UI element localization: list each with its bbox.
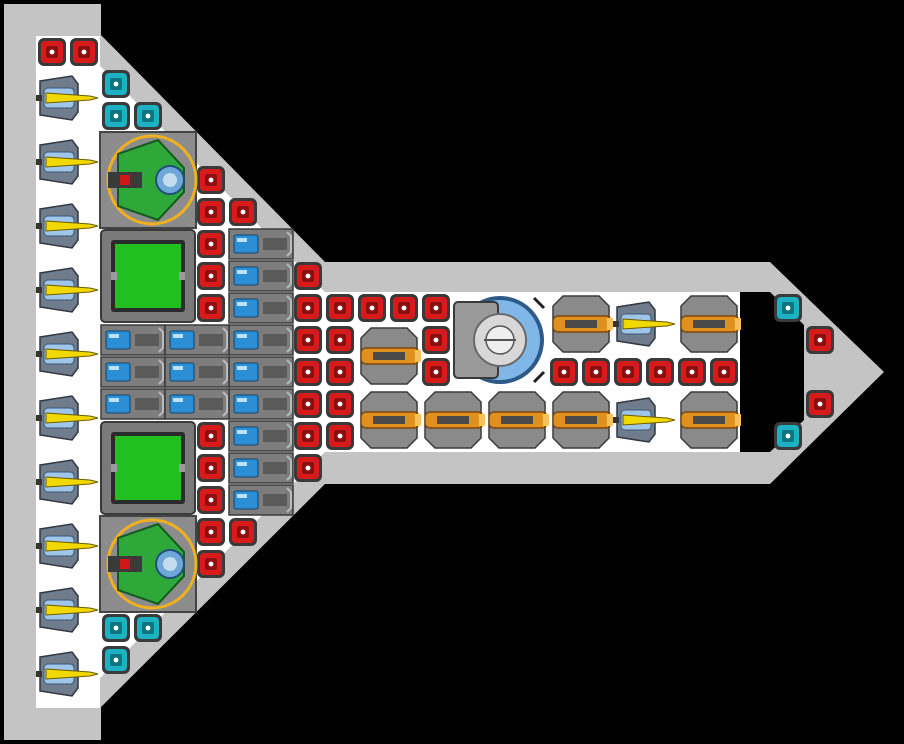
power-cell-icon[interactable]	[326, 294, 354, 322]
missile-launcher-icon[interactable]	[36, 395, 99, 441]
power-cell-icon[interactable]	[294, 326, 322, 354]
power-cell-icon[interactable]	[678, 358, 706, 386]
battery-icon[interactable]	[100, 356, 166, 388]
shield-node-icon[interactable]	[774, 294, 802, 322]
power-cell-icon[interactable]	[326, 358, 354, 386]
medbay-icon[interactable]	[100, 229, 196, 323]
missile-launcher-icon[interactable]	[613, 301, 676, 347]
power-cell-icon[interactable]	[422, 358, 450, 386]
power-cell-icon[interactable]	[197, 166, 225, 194]
shield-node-icon[interactable]	[774, 422, 802, 450]
power-cell-icon[interactable]	[197, 454, 225, 482]
cannon-icon[interactable]	[680, 391, 741, 449]
power-cell-icon[interactable]	[38, 38, 66, 66]
battery-icon[interactable]	[228, 260, 294, 292]
battery-icon[interactable]	[164, 324, 230, 356]
power-cell-icon[interactable]	[422, 326, 450, 354]
missile-launcher-icon[interactable]	[36, 523, 99, 569]
power-cell-icon[interactable]	[197, 262, 225, 290]
cannon-icon[interactable]	[424, 391, 485, 449]
power-cell-icon[interactable]	[326, 390, 354, 418]
power-cell-icon[interactable]	[326, 326, 354, 354]
battery-icon[interactable]	[228, 324, 294, 356]
power-cell-icon[interactable]	[294, 294, 322, 322]
drone-pod-icon[interactable]	[99, 131, 198, 229]
cannon-icon[interactable]	[488, 391, 549, 449]
power-cell-icon[interactable]	[197, 294, 225, 322]
shield-node-icon[interactable]	[134, 102, 162, 130]
power-cell-icon[interactable]	[197, 198, 225, 226]
power-cell-icon[interactable]	[197, 230, 225, 258]
missile-launcher-icon[interactable]	[613, 397, 676, 443]
missile-launcher-icon[interactable]	[36, 203, 99, 249]
power-cell-icon[interactable]	[646, 358, 674, 386]
power-cell-icon[interactable]	[326, 422, 354, 450]
power-cell-icon[interactable]	[229, 198, 257, 226]
power-cell-icon[interactable]	[582, 358, 610, 386]
missile-launcher-icon[interactable]	[36, 331, 99, 377]
cannon-icon[interactable]	[360, 327, 421, 385]
shield-node-icon[interactable]	[102, 646, 130, 674]
missile-launcher-icon[interactable]	[36, 587, 99, 633]
battery-icon[interactable]	[228, 356, 294, 388]
missile-launcher-icon[interactable]	[36, 75, 99, 121]
shield-node-icon[interactable]	[102, 102, 130, 130]
power-cell-icon[interactable]	[70, 38, 98, 66]
drone-pod-icon[interactable]	[99, 515, 198, 613]
battery-icon[interactable]	[164, 356, 230, 388]
battery-icon[interactable]	[228, 420, 294, 452]
power-cell-icon[interactable]	[294, 422, 322, 450]
missile-launcher-icon[interactable]	[36, 139, 99, 185]
power-cell-icon[interactable]	[358, 294, 386, 322]
power-cell-icon[interactable]	[806, 326, 834, 354]
medbay-icon[interactable]	[100, 421, 196, 515]
cannon-icon[interactable]	[552, 295, 613, 353]
battery-icon[interactable]	[228, 228, 294, 260]
cannon-icon[interactable]	[680, 295, 741, 353]
reactor-core-icon[interactable]	[453, 296, 546, 384]
power-cell-icon[interactable]	[197, 422, 225, 450]
power-cell-icon[interactable]	[229, 518, 257, 546]
interior-nose-cutout	[740, 292, 804, 452]
power-cell-icon[interactable]	[294, 390, 322, 418]
power-cell-icon[interactable]	[197, 550, 225, 578]
shield-node-icon[interactable]	[102, 614, 130, 642]
missile-launcher-icon[interactable]	[36, 459, 99, 505]
power-cell-icon[interactable]	[294, 262, 322, 290]
power-cell-icon[interactable]	[390, 294, 418, 322]
interior-wing	[100, 66, 740, 678]
missile-launcher-icon[interactable]	[36, 267, 99, 313]
shield-node-icon[interactable]	[134, 614, 162, 642]
power-cell-icon[interactable]	[197, 486, 225, 514]
battery-icon[interactable]	[100, 388, 166, 420]
power-cell-icon[interactable]	[197, 518, 225, 546]
battery-icon[interactable]	[228, 388, 294, 420]
power-cell-icon[interactable]	[710, 358, 738, 386]
battery-icon[interactable]	[228, 484, 294, 516]
parts-layer	[36, 38, 834, 697]
cannon-icon[interactable]	[360, 391, 421, 449]
power-cell-icon[interactable]	[422, 294, 450, 322]
battery-icon[interactable]	[228, 292, 294, 324]
power-cell-icon[interactable]	[806, 390, 834, 418]
power-cell-icon[interactable]	[550, 358, 578, 386]
battery-icon[interactable]	[228, 452, 294, 484]
cannon-icon[interactable]	[552, 391, 613, 449]
battery-icon[interactable]	[164, 388, 230, 420]
power-cell-icon[interactable]	[294, 454, 322, 482]
power-cell-icon[interactable]	[294, 358, 322, 386]
missile-launcher-icon[interactable]	[36, 651, 99, 697]
shield-node-icon[interactable]	[102, 70, 130, 98]
power-cell-icon[interactable]	[614, 358, 642, 386]
battery-icon[interactable]	[100, 324, 166, 356]
